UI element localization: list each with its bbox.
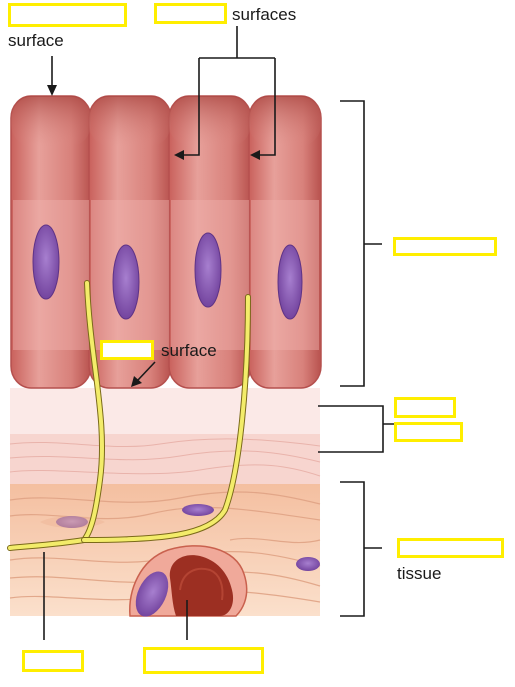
reticular-fibers bbox=[9, 438, 321, 477]
cell-nuclei bbox=[32, 224, 303, 320]
basal-surface-label: surface bbox=[161, 341, 217, 360]
blank-label-blood-vessel[interactable] bbox=[143, 647, 264, 674]
apical-surface-label: surface bbox=[8, 31, 64, 50]
nerve-fibers bbox=[7, 280, 251, 551]
fibroblast-nucleus bbox=[182, 504, 214, 516]
connective-tissue-bracket bbox=[340, 481, 382, 617]
reticular-lamina bbox=[10, 434, 320, 484]
leader-lines bbox=[43, 26, 276, 640]
blank-label-top-center[interactable] bbox=[154, 3, 227, 24]
blank-label-epithelium[interactable] bbox=[393, 237, 497, 256]
blank-label-top-left[interactable] bbox=[8, 3, 127, 27]
arrowheads bbox=[47, 85, 260, 387]
blank-label-nerve[interactable] bbox=[22, 650, 84, 672]
blank-label-connective-tissue[interactable] bbox=[397, 538, 504, 558]
brackets bbox=[318, 100, 394, 617]
lateral-surfaces-label: surfaces bbox=[232, 5, 297, 24]
fibroblast-nucleus bbox=[296, 557, 320, 571]
basal-lamina bbox=[10, 388, 320, 434]
blank-label-basement-lower[interactable] bbox=[394, 422, 463, 442]
blank-label-basal[interactable] bbox=[100, 340, 154, 360]
connective-tissue-label: tissue bbox=[397, 564, 442, 583]
blank-label-basement-upper[interactable] bbox=[394, 397, 456, 418]
basement-membrane-bracket bbox=[318, 405, 394, 453]
epithelium-bracket bbox=[340, 100, 382, 387]
epithelial-cells bbox=[10, 95, 322, 389]
blood-vessel bbox=[129, 545, 248, 617]
